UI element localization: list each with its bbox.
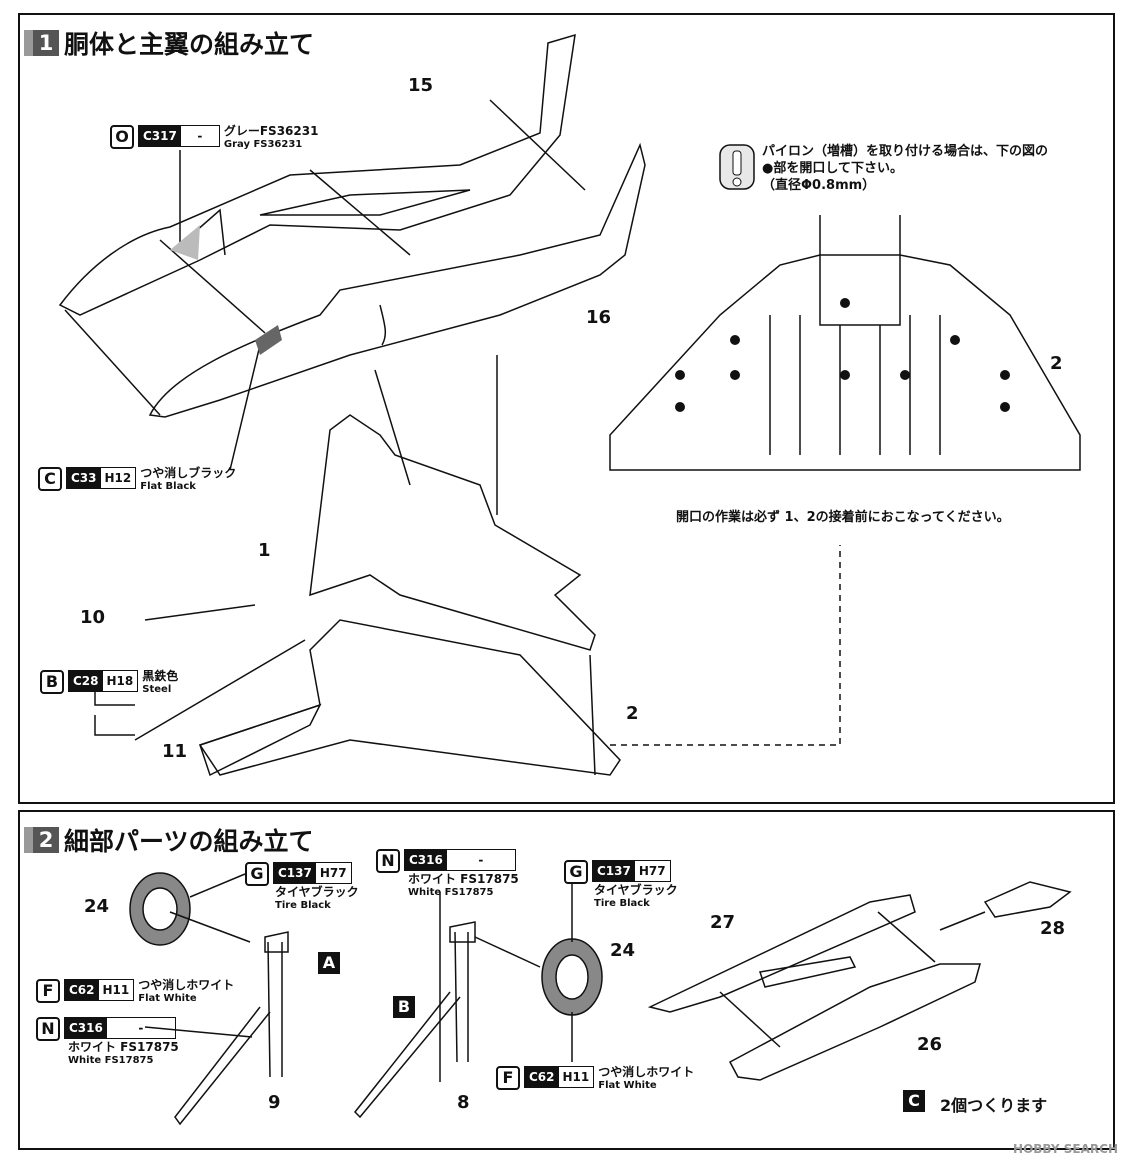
part-16: 16 <box>586 307 612 328</box>
paint-letter: O <box>110 125 134 149</box>
paint-name-en: Tire Black <box>275 900 331 911</box>
step2-panel: 2 細部パーツの組み立て <box>18 810 1115 1150</box>
paint-name-en: White FS17875 <box>408 887 494 898</box>
part-11: 11 <box>162 741 188 762</box>
pylon-note: パイロン（増槽）を取り付ける場合は、下の図の ●部を開口して下さい。 （直径Φ0… <box>762 143 1048 194</box>
paint-letter: F <box>496 1066 520 1090</box>
paint-name-jp: つや消しブラック <box>140 466 237 480</box>
paint-name-jp: グレーFS36231 <box>223 124 319 138</box>
paint-letter: G <box>564 860 588 884</box>
paint-name-jp: ホワイト FS17875 <box>408 872 519 886</box>
pylon-note-line2: ●部を開口して下さい。 <box>762 161 903 176</box>
part-10: 10 <box>80 607 106 628</box>
paint-chip: C317- <box>138 125 220 147</box>
pylon-note-line3: （直径Φ0.8mm） <box>762 178 876 193</box>
paint-letter: C <box>38 467 62 491</box>
paint-name-en: Flat White <box>598 1080 657 1091</box>
paint-letter: N <box>376 849 400 873</box>
paint-letter: N <box>36 1017 60 1041</box>
step2-title: 細部パーツの組み立て <box>64 827 314 856</box>
part-2-bottomview: 2 <box>1050 353 1063 374</box>
step1-header: 1 胴体と主翼の組み立て <box>24 25 314 61</box>
paint-name-en: Tire Black <box>594 898 650 909</box>
part-26: 26 <box>917 1034 943 1055</box>
open-hole-note: 開口の作業は必ず 1、2の接着前におこなってください。 <box>676 510 1010 525</box>
part-8: 8 <box>457 1092 470 1113</box>
box-label-A: A <box>318 952 340 974</box>
step1-panel: 1 胴体と主翼の組み立て <box>18 13 1115 804</box>
step2-header: 2 細部パーツの組み立て <box>24 822 314 858</box>
part-24-left: 24 <box>84 896 110 917</box>
paint-letter: F <box>36 979 60 1003</box>
paint-name-en: White FS17875 <box>68 1055 154 1066</box>
paint-name-jp: つや消しホワイト <box>598 1065 695 1079</box>
part-27: 27 <box>710 912 736 933</box>
paint-name-en: Steel <box>142 684 172 695</box>
paint-chip: C316- <box>64 1017 176 1039</box>
part-24-right: 24 <box>610 940 636 961</box>
paint-name-jp: ホワイト FS17875 <box>68 1040 179 1054</box>
box-label-B: B <box>393 996 415 1018</box>
paint-letter: G <box>245 862 269 886</box>
make-two-note: 2個つくります <box>940 1096 1048 1115</box>
paint-name-en: Gray FS36231 <box>223 139 303 150</box>
part-28: 28 <box>1040 918 1066 939</box>
part-15: 15 <box>408 75 434 96</box>
part-2-lower: 2 <box>626 703 639 724</box>
paint-letter: B <box>40 670 64 694</box>
watermark: HOBBY SEARCH <box>1013 1142 1118 1156</box>
step1-title: 胴体と主翼の組み立て <box>64 30 315 59</box>
paint-name-jp: つや消しホワイト <box>138 978 235 992</box>
pylon-note-line1: パイロン（増槽）を取り付ける場合は、下の図の <box>762 144 1049 159</box>
paint-chip: C316- <box>404 849 516 871</box>
paint-name-jp: タイヤブラック <box>594 883 678 897</box>
part-1: 1 <box>258 540 271 561</box>
step1-number: 1 <box>33 30 59 56</box>
paint-name-jp: タイヤブラック <box>275 885 359 899</box>
paint-name-jp: 黒鉄色 <box>142 669 179 683</box>
part-9: 9 <box>268 1092 281 1113</box>
step2-drawing <box>129 872 1072 1126</box>
box-label-C: C <box>903 1090 925 1112</box>
step1-drawing <box>58 33 1081 777</box>
paint-name-en: Flat Black <box>140 481 196 492</box>
paint-name-en: Flat White <box>138 993 197 1004</box>
step2-number: 2 <box>33 827 59 853</box>
